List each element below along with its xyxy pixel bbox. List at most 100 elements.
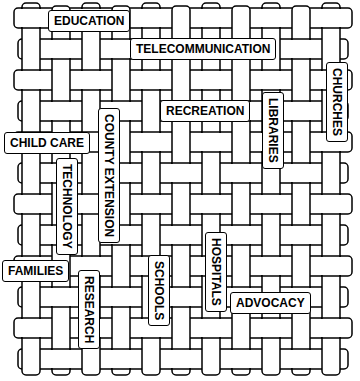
strip-edge [261,69,281,71]
strip [21,195,41,213]
strip-edge [141,131,161,133]
strip-edge [231,368,251,370]
strip-edge [201,69,221,71]
woven-strip-label: CHURCHES [326,62,348,142]
strip-edge [261,317,281,319]
strip-edge [111,306,131,308]
strip-edge [171,244,191,246]
woven-strip-label: ADVOCACY [230,292,311,314]
strip [321,9,341,27]
strip [201,71,221,89]
strip-edge [321,275,341,277]
strip-edge [111,100,131,102]
strip [261,195,281,213]
strip-edge [201,317,221,319]
strip [141,133,161,151]
strip [141,71,161,89]
woven-strip-label: CHILD CARE [4,132,90,154]
strip-edge [201,89,221,91]
strip [231,164,251,182]
strip-edge [261,255,281,257]
strip-edge [321,255,341,257]
strip-edge [291,182,311,184]
strip-edge [51,286,71,288]
strip [111,40,131,58]
strip [51,288,71,306]
strip-edge [81,255,101,257]
strip-edge [321,7,341,9]
strip [141,195,161,213]
strip-word: SCHOOLS [152,261,166,320]
strip [261,319,281,337]
strip-edge [171,182,191,184]
strip-edge [261,193,281,195]
strip-word: TELECOMMUNICATION [136,42,270,56]
strip-edge [51,120,71,122]
strip [291,350,311,368]
strip [291,102,311,120]
strip-edge [261,7,281,9]
strip-edge [201,131,221,133]
strip-edge [21,7,41,9]
strip-edge [51,348,71,350]
strip [171,164,191,182]
strip-edge [81,89,101,91]
woven-strip-label: HOSPITALS [205,232,227,312]
strip-edge [171,368,191,370]
strip-edge [111,368,131,370]
strip-word: HOSPITALS [209,238,223,306]
strip [291,40,311,58]
strip [21,319,41,337]
strip-edge [291,100,311,102]
strip-edge [141,337,161,339]
strip-edge [81,69,101,71]
strip-edge [261,213,281,215]
strip-edge [321,317,341,319]
strip-edge [141,7,161,9]
strip-edge [171,286,191,288]
strip-edge [201,151,221,153]
strip-edge [321,213,341,215]
strip-edge [231,162,251,164]
strip [22,3,40,375]
woven-strip-label: RECREATION [160,100,250,122]
strip-edge [21,255,41,257]
strip-word: FAMILIES [8,264,63,278]
strip-edge [261,89,281,91]
strip [291,226,311,244]
strip [18,39,348,59]
strip-edge [291,368,311,370]
strip [201,319,221,337]
strip-edge [81,7,101,9]
strip [292,6,310,375]
strip-edge [291,244,311,246]
strip-edge [291,120,311,122]
strip [141,9,161,27]
strip-edge [21,213,41,215]
strip [321,257,341,275]
strip-edge [321,27,341,29]
strip-edge [291,224,311,226]
strip-edge [111,348,131,350]
strip-edge [261,27,281,29]
strip [291,164,311,182]
strip-edge [261,337,281,339]
strip-word: TECHNOLOGY [60,164,74,249]
strip-edge [171,162,191,164]
strip-edge [111,286,131,288]
strip [232,6,250,375]
strip [21,9,41,27]
strip-edge [291,348,311,350]
strip-edge [111,244,131,246]
strip-word: RECREATION [166,104,244,118]
strip-edge [21,89,41,91]
strip-edge [291,162,311,164]
strip-edge [201,337,221,339]
strip-edge [51,38,71,40]
strip [111,288,131,306]
strip-word: ADVOCACY [236,296,305,310]
strip-edge [291,38,311,40]
strip [51,102,71,120]
strip-edge [21,317,41,319]
